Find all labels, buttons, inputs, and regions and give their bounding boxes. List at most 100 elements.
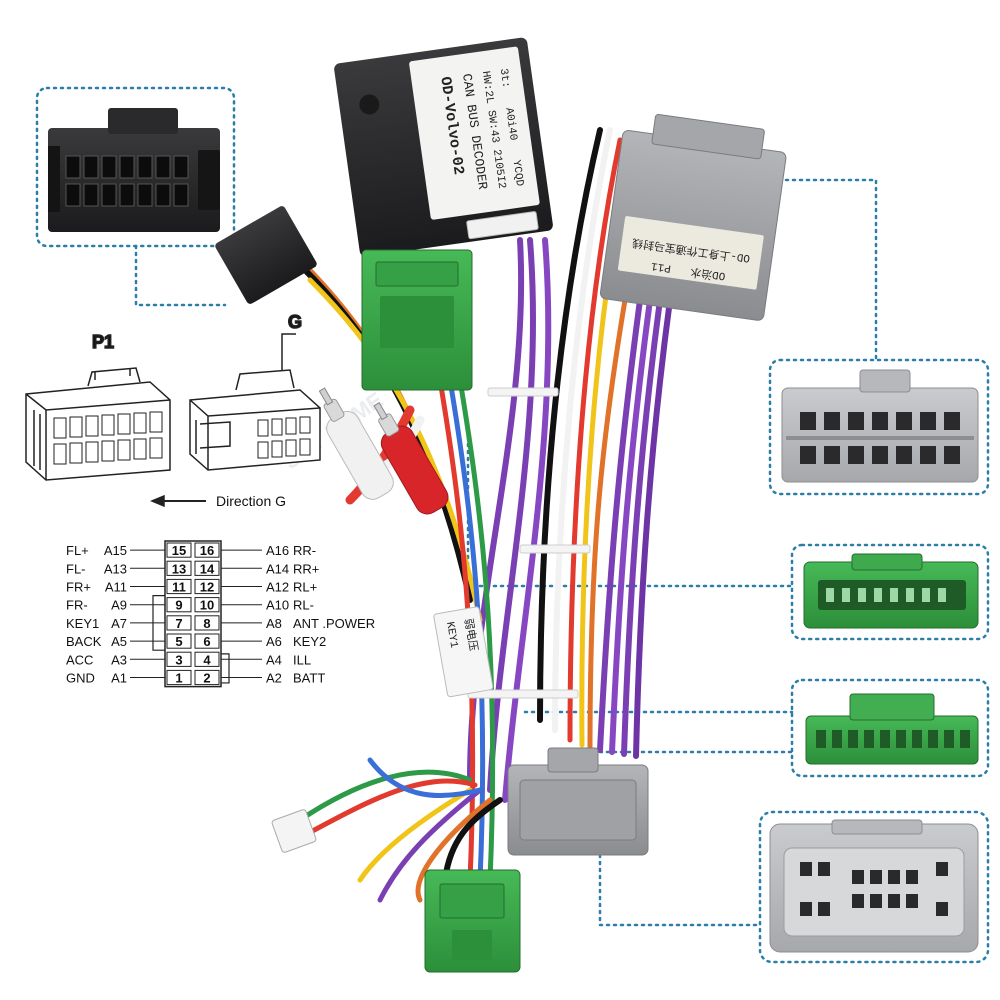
- pin-code-right: A8: [266, 616, 282, 631]
- pin-signal-left: ACC: [66, 652, 93, 667]
- pin-cell-left: [166, 651, 192, 667]
- grey-connector-top: OD-上身工作通宝马封线 OD治水 P11: [599, 114, 787, 321]
- pin-signal-right: ILL: [293, 652, 311, 667]
- small-white-connector: [271, 809, 317, 853]
- pin-code-right: A2: [266, 671, 282, 686]
- pin-code-left: A5: [111, 634, 127, 649]
- pinout-latch-left: [152, 595, 165, 651]
- pin-code-left: A3: [111, 652, 127, 667]
- callout-frame-grey-bottom: [758, 810, 990, 964]
- green-connector-bottom: [424, 869, 521, 973]
- pin-signal-left: KEY1: [66, 616, 99, 631]
- pin-cell-right: [194, 615, 220, 631]
- pin-number-left: 7: [175, 616, 182, 631]
- pin-cell-right: [194, 578, 220, 595]
- pin-cell-right: [194, 633, 220, 649]
- pin-signal-left: FR-: [66, 598, 88, 613]
- pin-code-right: A6: [266, 634, 282, 649]
- pin-cell-left: [166, 669, 192, 686]
- leader-grey-bottom: [598, 853, 762, 927]
- black-connector-zoom: [48, 108, 220, 232]
- pin-signal-left: GND: [66, 671, 95, 686]
- black-plug: [215, 206, 317, 304]
- pin-code-left: A1: [111, 671, 127, 686]
- pin-signal-right: RR+: [293, 561, 319, 576]
- pin-cell-right: [194, 597, 220, 613]
- callout-frame-green-b: [790, 678, 990, 778]
- p1-label: P1: [92, 332, 114, 352]
- wire-bundle: [297, 127, 673, 903]
- g-connector-drawing: [189, 369, 321, 471]
- green-connector-b-zoom: [805, 693, 979, 765]
- pin-code-left: A9: [111, 598, 127, 613]
- pin-code-right: A10: [266, 598, 289, 613]
- cable-ties: [467, 387, 591, 699]
- pin-signal-right: BATT: [293, 671, 325, 686]
- pin-cell-left: [166, 578, 192, 595]
- pin-code-right: A12: [266, 580, 289, 595]
- pin-signal-right: RL-: [293, 598, 314, 613]
- white-wire-tag: KEY1 弱电压: [433, 606, 494, 698]
- pin-number-right: 8: [203, 616, 210, 631]
- white-tag-line-1: KEY1: [443, 621, 459, 649]
- pin-signal-right: ANT .POWER: [293, 616, 375, 631]
- pin-number-right: 10: [200, 598, 214, 613]
- callout-frame-grey-top: [768, 358, 990, 496]
- pin-signal-right: RR-: [293, 543, 316, 558]
- leader-black: [134, 244, 227, 307]
- leader-grey-top: [763, 178, 878, 362]
- pin-number-right: 4: [203, 652, 211, 667]
- grey-connector-bottom: [507, 747, 649, 856]
- direction-label: Direction G: [216, 493, 286, 509]
- pin-code-right: A4: [266, 652, 282, 667]
- pin-code-left: A11: [105, 580, 127, 595]
- pin-cell-right: [194, 560, 220, 576]
- pin-cell-left: [166, 615, 192, 631]
- pin-cell-left: [166, 633, 192, 649]
- green-connector-a-zoom: [803, 553, 979, 629]
- pin-signal-left: FL+: [66, 543, 89, 558]
- pin-code-right: A14: [266, 561, 289, 576]
- pin-number-right: 16: [200, 543, 214, 558]
- pin-number-left: 5: [175, 634, 182, 649]
- pin-number-right: 14: [200, 561, 215, 576]
- pin-number-right: 12: [200, 580, 214, 595]
- p1-connector-drawing: [25, 367, 171, 481]
- pin-signal-left: BACK: [66, 634, 102, 649]
- rca-plugs: [318, 387, 449, 515]
- pin-cell-right: [194, 651, 220, 667]
- decoder-box: OD-Volvo-02 CAN BUS DECODER HW:2L SW:43 …: [334, 37, 553, 257]
- pin-cell-right: [194, 669, 220, 686]
- pin-number-left: 3: [175, 652, 182, 667]
- pin-signal-right: RL+: [293, 580, 317, 595]
- pin-number-left: 1: [175, 671, 182, 686]
- pin-signal-right: KEY2: [293, 634, 326, 649]
- pin-signal-left: FL-: [66, 561, 86, 576]
- pin-code-right: A16: [266, 543, 289, 558]
- green-connector-top: [361, 249, 473, 391]
- pinout-latch-right: [221, 653, 230, 684]
- connector-drawings: P1 G: [25, 311, 321, 509]
- pin-cell-left: [166, 542, 192, 558]
- pin-number-left: 15: [172, 543, 186, 558]
- grey-top-connector-zoom: [781, 369, 979, 483]
- pin-cell-left: [166, 560, 192, 576]
- pin-cell-right: [194, 542, 220, 558]
- pin-signal-left: FR+: [66, 580, 91, 595]
- pin-code-left: A15: [104, 543, 127, 558]
- grey-bottom-connector-zoom: [769, 819, 979, 953]
- pin-code-left: A7: [111, 616, 127, 631]
- pin-number-right: 2: [203, 671, 210, 686]
- pin-code-left: A13: [104, 561, 127, 576]
- pin-number-right: 6: [203, 634, 210, 649]
- callout-frame-green-a: [790, 543, 990, 641]
- direction-arrow: [150, 494, 206, 508]
- pin-number-left: 9: [175, 598, 182, 613]
- pin-cell-left: [166, 597, 192, 613]
- pin-number-left: 11: [172, 580, 186, 595]
- pin-number-left: 13: [172, 561, 186, 576]
- g-label: G: [288, 312, 302, 332]
- black-connector-cavities: [65, 155, 189, 207]
